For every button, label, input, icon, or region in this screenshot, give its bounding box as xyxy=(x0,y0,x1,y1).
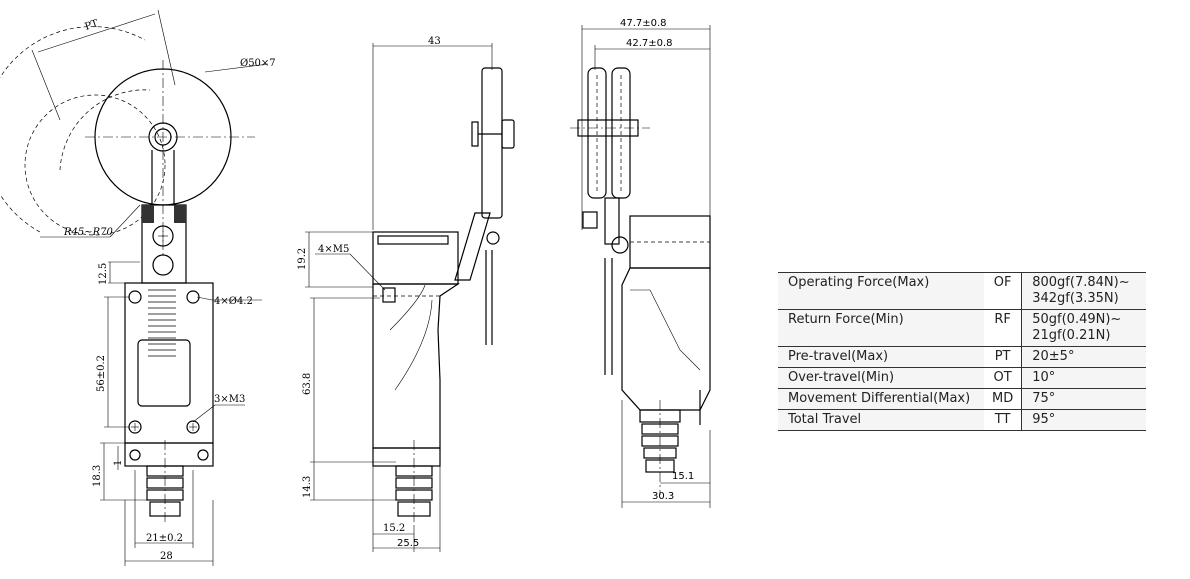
spec-value: 20±5° xyxy=(1021,346,1147,368)
table-row: Movement Differential(Max) MD 75° xyxy=(778,388,1147,410)
table-row: Over-travel(Min) OT 10° xyxy=(778,367,1147,389)
table-row: Pre-travel(Max) PT 20±5° xyxy=(778,346,1147,368)
dim-1: 1 xyxy=(113,460,124,466)
dim-63-8: 63.8 xyxy=(302,373,313,395)
dim-screws-m3: 3×M3 xyxy=(214,394,245,405)
spec-name: Over-travel(Min) xyxy=(778,367,984,389)
spec-name: Movement Differential(Max) xyxy=(778,388,984,410)
spec-value: 50gf(0.49N)~21gf(0.21N) xyxy=(1021,309,1147,347)
dim-radius: R45~R70 xyxy=(63,227,114,238)
dim-25-5: 25.5 xyxy=(397,538,419,549)
dim-roller-dia: Ø50×7 xyxy=(240,58,276,69)
back-head xyxy=(629,215,711,269)
front-view: PT Ø50×7 R45~R70 xyxy=(0,9,276,566)
spec-code: MD xyxy=(984,388,1022,410)
dim-m5: 4×M5 xyxy=(318,244,349,255)
spec-name: Pre-travel(Max) xyxy=(778,346,984,368)
dim-18-3: 18.3 xyxy=(92,465,103,487)
spec-value: 75° xyxy=(1021,388,1147,410)
dim-30-3: 30.3 xyxy=(652,491,674,502)
spec-value: 95° xyxy=(1021,409,1147,431)
dim-21: 21±0.2 xyxy=(146,533,183,544)
spec-code: PT xyxy=(984,346,1022,368)
spec-table: Operating Force(Max) OF 800gf(7.84N)~342… xyxy=(778,272,1147,431)
spec-value: 10° xyxy=(1021,367,1147,389)
table-row: Operating Force(Max) OF 800gf(7.84N)~342… xyxy=(778,272,1147,310)
technical-drawing: PT Ø50×7 R45~R70 xyxy=(0,9,711,566)
spec-name: Operating Force(Max) xyxy=(778,272,984,310)
dim-42-7: 42.7±0.8 xyxy=(626,38,673,49)
dim-pt: PT xyxy=(84,18,100,33)
spec-code: OT xyxy=(984,367,1022,389)
table-row: Return Force(Min) RF 50gf(0.49N)~21gf(0.… xyxy=(778,309,1147,347)
dim-15-1: 15.1 xyxy=(672,471,694,482)
dim-15-2: 15.2 xyxy=(383,523,405,534)
dim-19-2: 19.2 xyxy=(297,248,308,270)
spec-name: Total Travel xyxy=(778,409,984,431)
dim-12-5: 12.5 xyxy=(98,263,109,285)
spec-name: Return Force(Min) xyxy=(778,309,984,347)
roller-dual-b xyxy=(611,67,631,199)
dim-56: 56±0.2 xyxy=(96,355,107,392)
spec-code: TT xyxy=(984,409,1022,431)
dim-28: 28 xyxy=(160,551,173,562)
table-row: Total Travel TT 95° xyxy=(778,409,1147,431)
roller-dual-a xyxy=(587,67,607,199)
spec-code: RF xyxy=(984,309,1022,347)
side-view: 43 4×M5 19.2 xyxy=(297,36,515,552)
side-head xyxy=(372,231,459,285)
spec-code: OF xyxy=(984,272,1022,310)
dim-47-7: 47.7±0.8 xyxy=(620,18,667,29)
back-view: 47.7±0.8 42.7±0.8 15.1 xyxy=(570,18,711,508)
dim-43: 43 xyxy=(428,36,441,47)
roller-side xyxy=(481,67,503,219)
spec-value: 800gf(7.84N)~342gf(3.35N) xyxy=(1021,272,1147,310)
dim-mount-holes: 4×Ø4.2 xyxy=(214,296,253,307)
dim-14-3: 14.3 xyxy=(302,476,313,498)
